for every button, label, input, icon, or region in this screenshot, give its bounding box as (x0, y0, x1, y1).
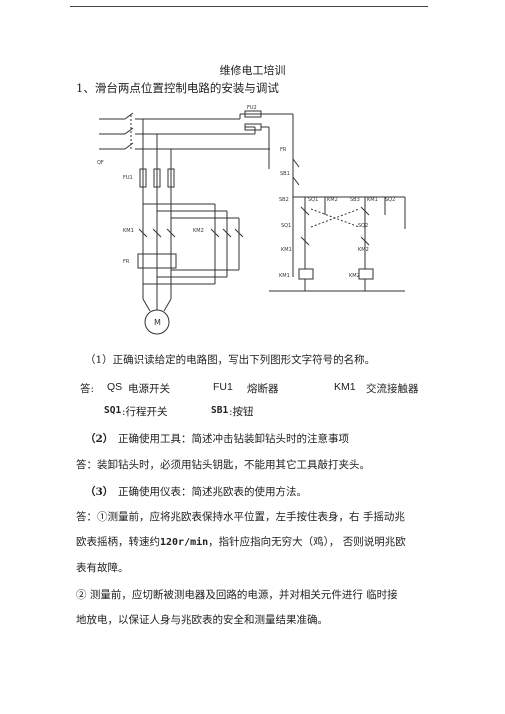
q2-answer: 答：装卸钻头时，必须用钻头钥匙，不能用其它工具敲打夹头。 (76, 459, 370, 471)
svg-text:SQ1: SQ1 (308, 197, 318, 203)
qs-name: 电源开关 (128, 383, 170, 395)
control-circuit (269, 139, 406, 292)
svg-text:KM1: KM1 (367, 197, 378, 203)
q2-number: （2） (85, 433, 114, 445)
header-rule (70, 6, 428, 7)
q3-answer2-line1: ② 测量前，应切断被测电器及回路的电源，并对相关元件进行 临时接 (76, 589, 398, 601)
motor-branch: M (137, 119, 244, 335)
circuit-diagram: M FU2 QF FU1 KM1 KM2 FR FR SB1 SB2 (97, 105, 406, 335)
svg-text:M: M (154, 318, 161, 327)
sq1-name: :行程开关 (122, 406, 168, 418)
document-title: 维修电工培训 (219, 64, 286, 77)
q3-answer1-line1: 答：①测量前，应将兆欧表保持水平位置，左手按住表身，右 手摇动兆 (76, 511, 405, 523)
section-heading: 1、滑台两点位置控制电路的安装与调试 (76, 81, 279, 95)
svg-text:SQ1: SQ1 (281, 223, 291, 229)
km1-code: KM1 (334, 381, 356, 393)
q2-question: 正确使用工具：简述冲击钻装卸钻头时的注意事项 (118, 433, 349, 445)
svg-text:SB1: SB1 (280, 171, 290, 177)
km1-name: 交流接触器 (366, 383, 419, 395)
fu1-name: 熔断器 (247, 383, 279, 395)
qs-code: QS (107, 381, 123, 393)
q3-answer2-line2: 地放电，以保证人身与兆欧表的安全和测量结果准确。 (76, 614, 328, 626)
svg-text:KM2: KM2 (358, 247, 369, 253)
svg-text:KM1: KM1 (281, 247, 292, 253)
svg-text:QF: QF (97, 160, 104, 166)
svg-text:KM1: KM1 (279, 273, 290, 279)
speed-value: 120r/min (160, 537, 209, 548)
svg-text:SB2: SB2 (279, 197, 289, 203)
svg-text:FR: FR (280, 147, 287, 153)
q3-number: （3） (85, 486, 114, 498)
sb1-name: :按钮 (229, 406, 254, 418)
q3-question: 正确使用仪表：简述兆欧表的使用方法。 (118, 486, 307, 498)
q3-answer1-line2: 欧表摇柄，转速约120r/min，指针应指向无穷大（鸡）， 否则说明兆欧 (76, 536, 406, 548)
fu1-code: FU1 (213, 381, 233, 393)
svg-text:FU1: FU1 (123, 175, 133, 181)
q1-question: （1）正确识读给定的电路图，写出下列图形文字符号的名称。 (85, 354, 376, 366)
q1-answer-label: 答: (80, 383, 95, 395)
svg-text:FR: FR (123, 259, 130, 265)
svg-text:KM2: KM2 (349, 273, 360, 279)
svg-text:SQ2: SQ2 (358, 223, 368, 229)
svg-text:SQ2: SQ2 (385, 197, 395, 203)
q3-answer1-line3: 表有故障。 (76, 562, 129, 574)
svg-text:KM1: KM1 (123, 228, 134, 234)
sb1-code: SB1 (211, 405, 229, 416)
svg-text:KM2: KM2 (193, 228, 204, 234)
power-lines (99, 110, 294, 169)
diagram-labels: FU2 QF FU1 KM1 KM2 FR FR SB1 SB2 SQ1 SB3… (97, 105, 395, 279)
svg-text:SB3: SB3 (350, 197, 360, 203)
svg-text:KM2: KM2 (327, 197, 338, 203)
svg-text:FU2: FU2 (247, 105, 257, 111)
sq1-code: SQ1 (104, 405, 122, 416)
